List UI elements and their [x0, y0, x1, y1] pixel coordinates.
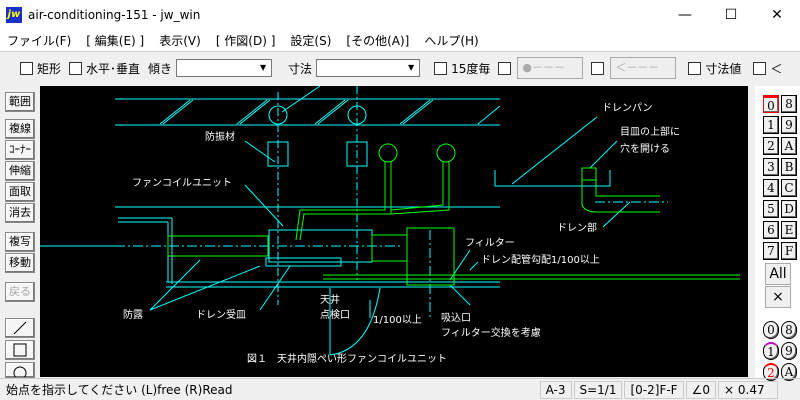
label-suikomi: 吸込口: [441, 312, 471, 324]
tilt-select[interactable]: ▼: [176, 59, 273, 77]
dim-label: 寸法: [288, 61, 313, 76]
btn1-checkbox[interactable]: [498, 61, 512, 75]
label-filter: フィルター: [465, 237, 515, 249]
btn2-checkbox[interactable]: [591, 61, 605, 75]
tool-offset[interactable]: 複線: [5, 119, 35, 139]
label-drain-part: ドレン部: [557, 221, 597, 234]
layer-button-F[interactable]: F: [781, 242, 797, 260]
tool-corner[interactable]: ｺｰﾅｰ: [5, 140, 35, 160]
rectangle-tool-icon[interactable]: [5, 340, 35, 360]
label-tenken: 点検口: [320, 308, 350, 321]
hv-checkbox[interactable]: [69, 61, 83, 75]
label-fcu: ファンコイルユニット: [132, 178, 232, 189]
tool-extend[interactable]: 伸縮: [5, 161, 35, 181]
layer-button-6[interactable]: 6: [763, 221, 779, 239]
rect-checkbox[interactable]: [20, 61, 33, 75]
layer-button-2[interactable]: 2: [763, 137, 779, 155]
cad-drawing: 防振材 ファンコイルユニット ドレンパン 目皿の上部に 穴を開ける ドレン部 フ…: [40, 85, 740, 365]
lt-checkbox[interactable]: [753, 61, 767, 75]
tilt-label: 傾き: [148, 61, 173, 76]
window-title: air-conditioning-151 - jw_win: [28, 8, 201, 22]
close-icon[interactable]: ✕: [771, 7, 783, 23]
drawing-caption: 図１ 天井内隠ぺい形ファンコイルユニット: [247, 352, 447, 365]
line-tool-icon[interactable]: [5, 318, 35, 338]
layer-button-B[interactable]: B: [781, 158, 797, 176]
toolbar: 矩形 水平･垂直 傾き ▼ 寸法 ▼ 15度毎 ●－－－ ＜－－－ 寸法値 ＜: [0, 53, 800, 83]
layer-button-1[interactable]: 1: [763, 116, 779, 134]
chevron-down-icon: ▼: [407, 63, 415, 72]
app-logo: jw: [6, 7, 22, 23]
lt-label: ＜: [770, 61, 783, 76]
layer-button-3[interactable]: 3: [763, 158, 779, 176]
layer-button-9[interactable]: 9: [781, 116, 797, 134]
label-meza2: 穴を開ける: [620, 142, 670, 155]
layer-x-button[interactable]: ×: [765, 286, 791, 308]
status-message: 始点を指示してください (L)free (R)Read: [6, 383, 233, 397]
tool-chamfer[interactable]: 面取: [5, 182, 35, 202]
minimize-icon[interactable]: —: [678, 7, 692, 23]
scale[interactable]: S=1/1: [573, 380, 623, 399]
group-button-1[interactable]: 1: [763, 342, 779, 360]
tool-move[interactable]: 移動: [5, 253, 35, 273]
maximize-icon[interactable]: ☐: [724, 7, 738, 23]
label-drain-slope: ドレン配管勾配1/100以上: [481, 253, 600, 266]
menu-edit[interactable]: [ 編集(E) ]: [86, 34, 145, 48]
dim-select[interactable]: ▼: [316, 59, 421, 77]
label-slope: 1/100以上: [373, 314, 422, 326]
hv-label: 水平･垂直: [86, 61, 141, 76]
tool-copy[interactable]: 複写: [5, 232, 35, 252]
label-bouro: 防露: [123, 308, 143, 321]
label-filter-change: フィルター交換を考慮: [441, 326, 541, 339]
rect-label: 矩形: [37, 61, 62, 76]
angle[interactable]: ∠0: [685, 380, 716, 399]
group-button-9[interactable]: 9: [781, 342, 797, 360]
layer-status[interactable]: [0-2]F-F: [624, 380, 684, 399]
tool-delete[interactable]: 消去: [5, 203, 35, 223]
dimval-checkbox[interactable]: [688, 61, 702, 75]
menu-file[interactable]: ファイル(F): [7, 34, 72, 48]
label-tenjo: 天井: [320, 293, 340, 306]
layer-button-E[interactable]: E: [781, 221, 797, 239]
deg15-checkbox[interactable]: [434, 61, 448, 75]
menu-help[interactable]: ヘルプ(H): [424, 34, 479, 48]
drawing-canvas[interactable]: 防振材 ファンコイルユニット ドレンパン 目皿の上部に 穴を開ける ドレン部 フ…: [40, 85, 748, 377]
layer-button-7[interactable]: 7: [763, 242, 779, 260]
title-bar: jw air-conditioning-151 - jw_win — ☐ ✕: [0, 0, 800, 30]
zoom-level[interactable]: × 0.47: [718, 380, 778, 399]
tool-range[interactable]: 範囲: [5, 92, 35, 112]
chevron-down-icon: ▼: [259, 63, 267, 72]
layer-button-D[interactable]: D: [781, 200, 797, 218]
tool-undo[interactable]: 戻る: [5, 282, 35, 302]
label-meza1: 目皿の上部に: [620, 125, 680, 138]
group-button-8[interactable]: 8: [781, 321, 797, 339]
layer-button-C[interactable]: C: [781, 179, 797, 197]
layer-all-button[interactable]: All: [765, 263, 791, 285]
group-button-A[interactable]: A: [781, 363, 797, 381]
label-drain-pan: ドレンパン: [602, 102, 653, 114]
dimval-label: 寸法値: [705, 61, 742, 76]
layer-button-8[interactable]: 8: [781, 95, 797, 113]
label-bousin: 防振材: [205, 130, 235, 143]
menu-draw[interactable]: [ 作図(D) ]: [215, 34, 276, 48]
menu-view[interactable]: 表示(V): [159, 34, 201, 48]
menu-settings[interactable]: 設定(S): [290, 34, 332, 48]
status-bar: 始点を指示してください (L)free (R)Read A-3 S=1/1 [0…: [0, 378, 800, 400]
group-button-0[interactable]: 0: [763, 321, 779, 339]
left-toolbar: 範囲 複線 ｺｰﾅｰ 伸縮 面取 消去 複写 移動 戻る: [0, 86, 40, 380]
arrow-line-button[interactable]: ＜－－－: [610, 57, 677, 79]
menu-other[interactable]: [その他(A)]: [346, 34, 410, 48]
layer-button-5[interactable]: 5: [763, 200, 779, 218]
deg15-label: 15度毎: [451, 61, 491, 76]
circle-tool-icon[interactable]: [5, 362, 35, 380]
layer-button-0[interactable]: 0: [763, 95, 779, 113]
label-drain-tray: ドレン受皿: [196, 309, 246, 321]
paper-size[interactable]: A-3: [539, 380, 572, 399]
point-line-button[interactable]: ●－－－: [517, 57, 584, 79]
layer-button-A[interactable]: A: [781, 137, 797, 155]
menu-bar: ファイル(F) [ 編集(E) ] 表示(V) [ 作図(D) ] 設定(S) …: [0, 30, 800, 52]
layer-button-4[interactable]: 4: [763, 179, 779, 197]
